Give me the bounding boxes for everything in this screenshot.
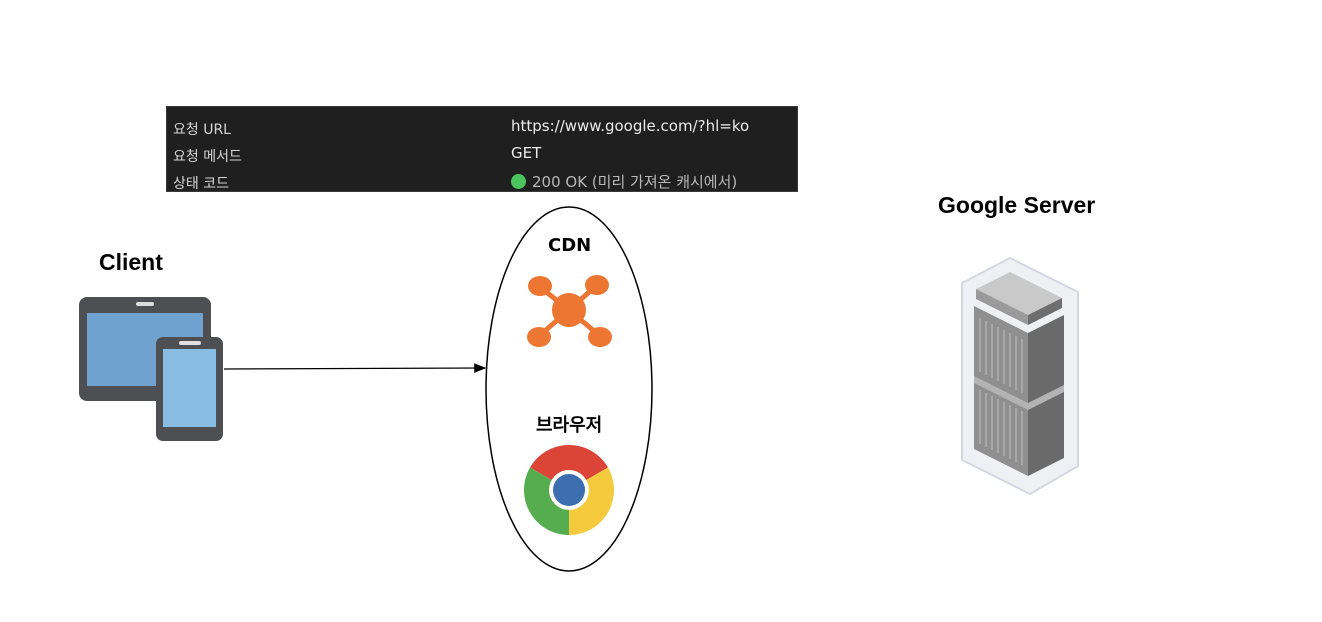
cdn-label: CDN xyxy=(548,235,592,256)
request-method-value: GET xyxy=(511,144,542,162)
status-code-row: 상태 코드 200 OK (미리 가져온 캐시에서) xyxy=(167,167,797,193)
request-url-row: 요청 URL https://www.google.com/?hl=ko xyxy=(167,113,797,139)
cdn-browser-oval xyxy=(485,206,653,572)
cdn-network-icon xyxy=(527,275,612,347)
chrome-icon xyxy=(524,445,614,535)
status-code-label: 상태 코드 xyxy=(173,176,229,192)
status-code-value-wrap: 200 OK (미리 가져온 캐시에서) xyxy=(511,171,737,192)
google-server-label: Google Server xyxy=(938,192,1096,218)
status-dot-icon xyxy=(511,174,526,189)
request-url-value: https://www.google.com/?hl=ko xyxy=(511,117,750,135)
status-code-value: 200 OK (미리 가져온 캐시에서) xyxy=(532,173,738,191)
request-url-label: 요청 URL xyxy=(173,122,231,138)
request-method-row: 요청 메서드 GET xyxy=(167,140,797,166)
client-label: Client xyxy=(99,249,163,275)
request-details-panel: 요청 URL https://www.google.com/?hl=ko 요청 … xyxy=(166,106,798,192)
client-devices-icon xyxy=(79,297,223,441)
request-method-label: 요청 메서드 xyxy=(173,149,242,165)
request-arrow xyxy=(223,363,487,373)
browser-label: 브라우저 xyxy=(536,415,603,436)
server-rack-icon xyxy=(961,256,1079,496)
